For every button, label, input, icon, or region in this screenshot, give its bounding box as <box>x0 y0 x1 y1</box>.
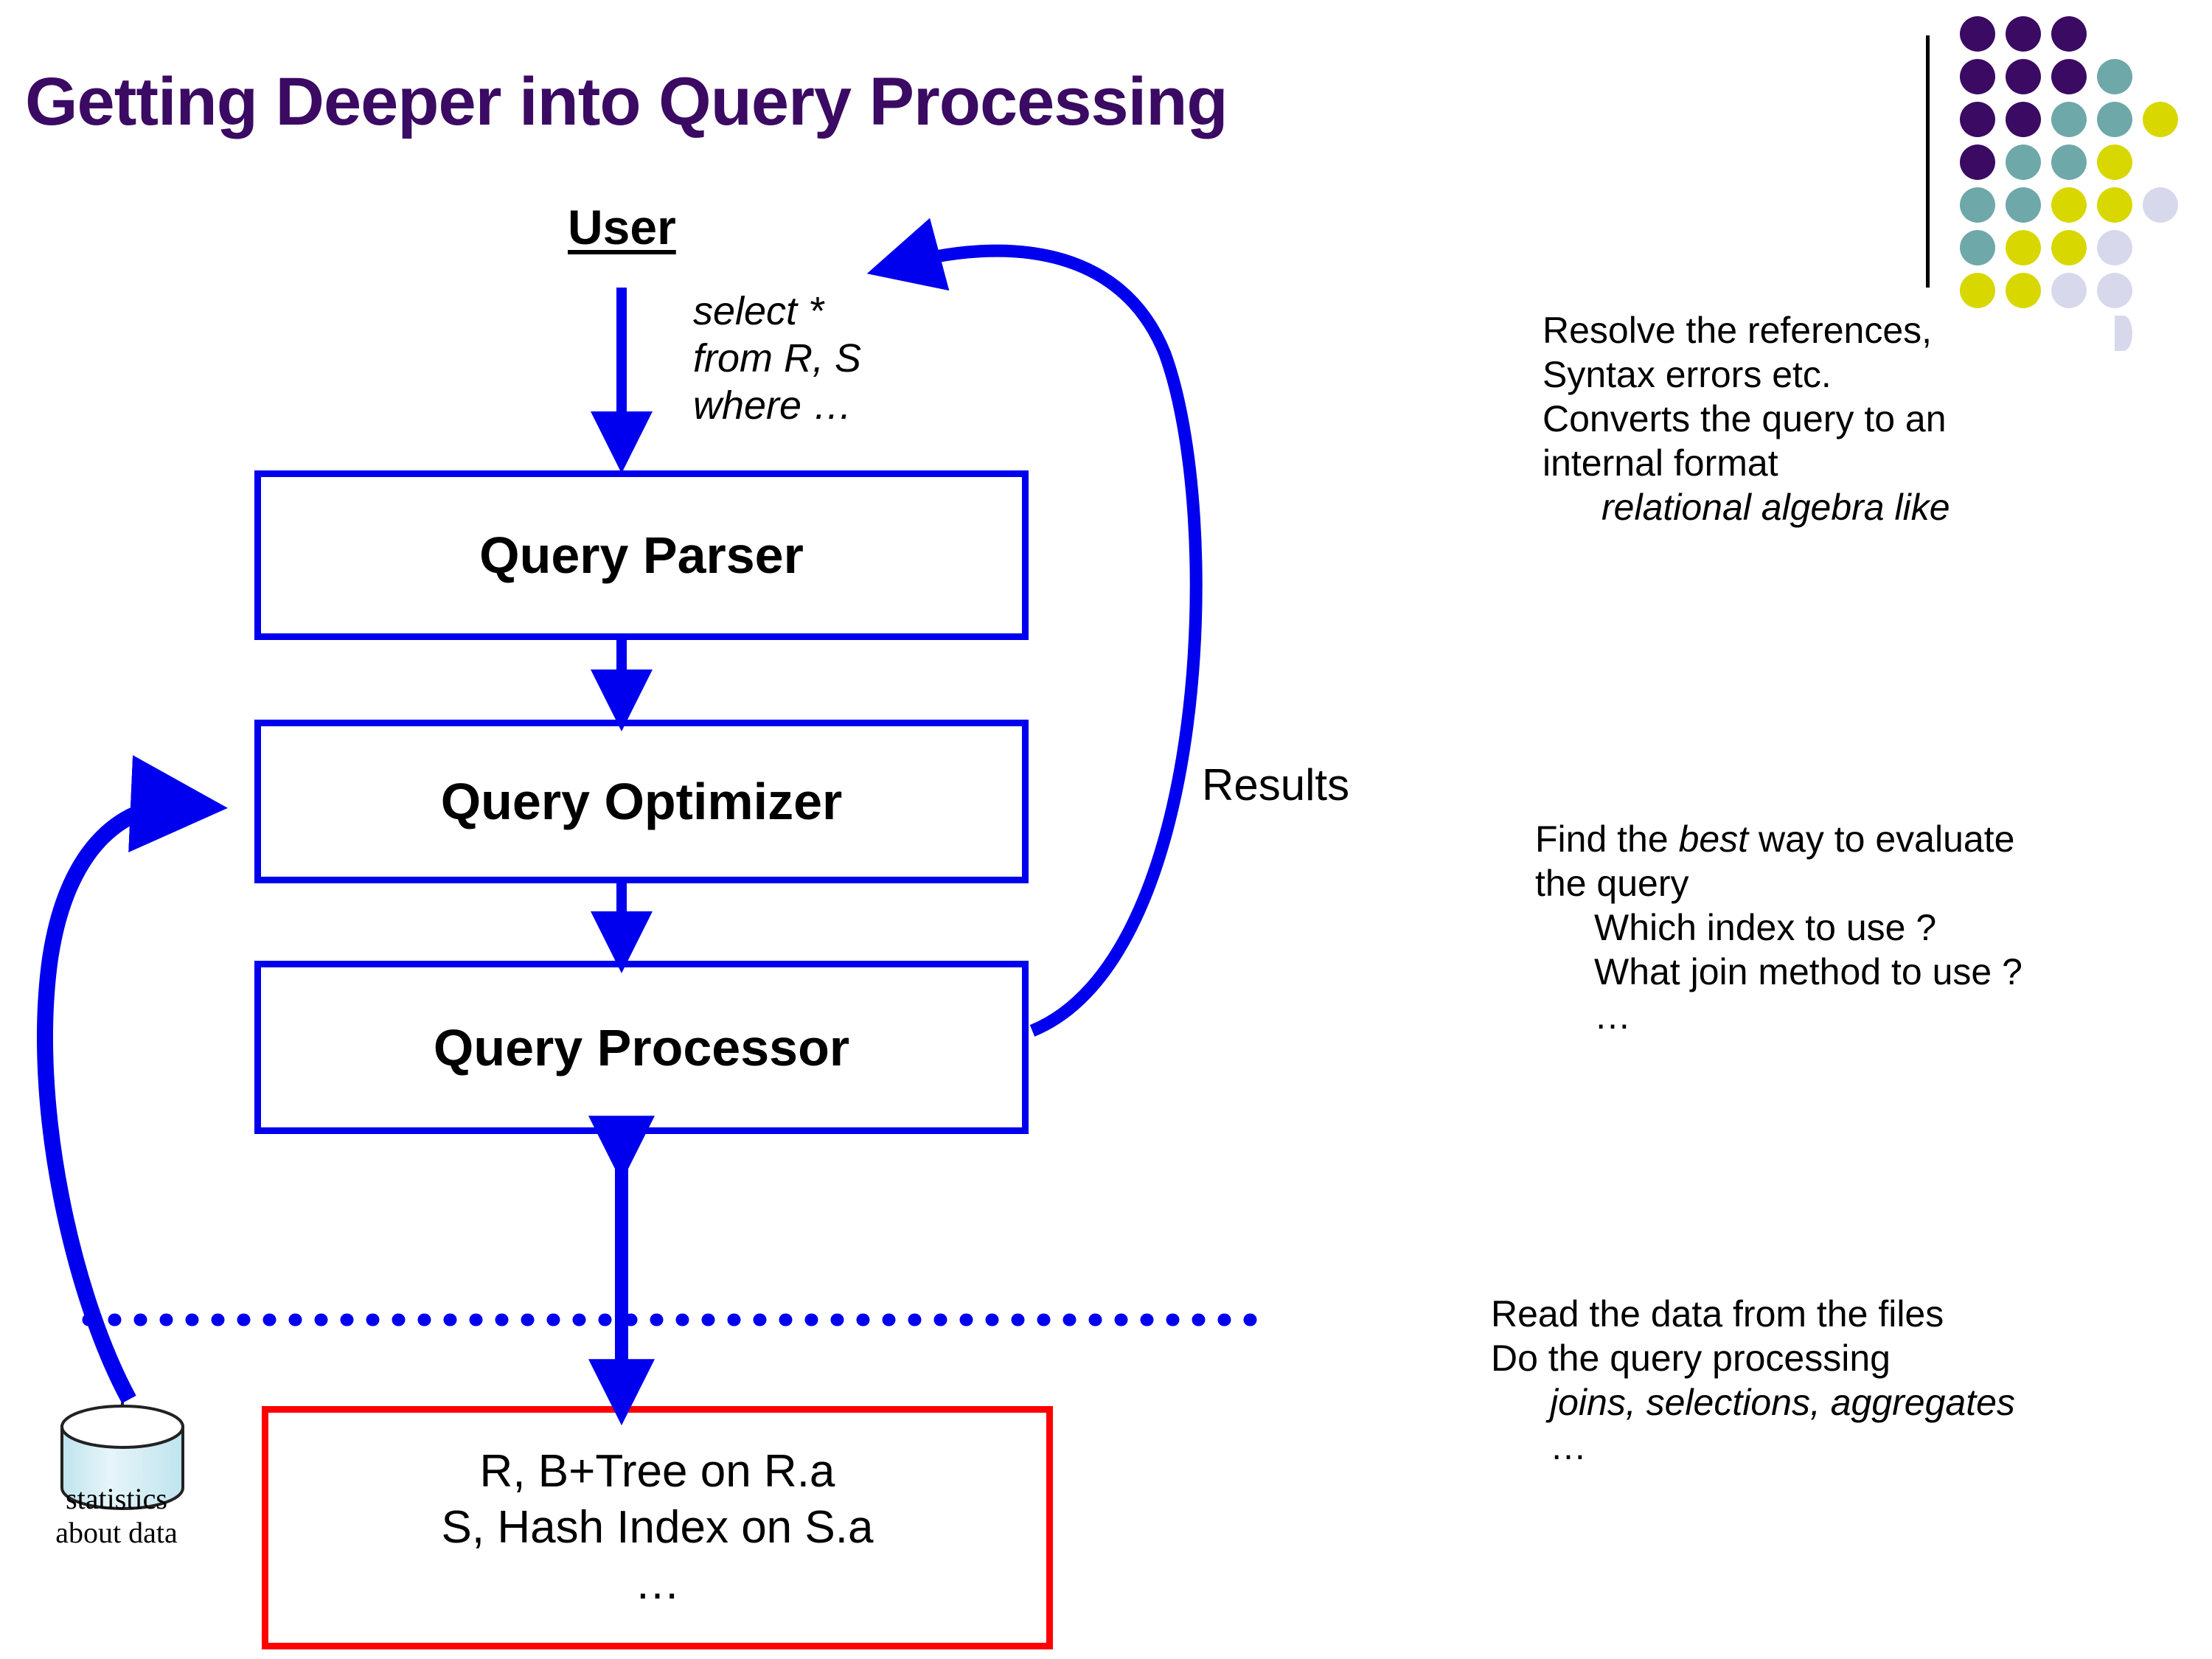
annotation-processor-line-1: Read the data from the files <box>1491 1293 1944 1335</box>
annotation-parser-line-1: Resolve the references, <box>1543 310 1933 351</box>
arrow-results-to-user <box>866 218 1203 1037</box>
logo-dot-lavender <box>2115 316 2132 351</box>
logo-dot-yellow <box>2097 187 2132 223</box>
statistics-caption: statistics about data <box>35 1482 198 1550</box>
results-label: Results <box>1202 760 1350 810</box>
annotation-optimizer-line-2: the query <box>1535 863 1689 904</box>
logo-dot-teal <box>2051 145 2087 180</box>
logo-dot-yellow <box>1960 273 1995 308</box>
logo-dot-purple <box>1960 145 1995 180</box>
annotation-parser-line-3: Converts the query to an <box>1543 398 1947 439</box>
annotation-optimizer: Find the best way to evaluate the query … <box>1535 817 2023 1038</box>
statistics-caption-line-1: statistics <box>66 1482 167 1515</box>
annotation-processor-line-2: Do the query processing <box>1491 1338 1891 1379</box>
page-title: Getting Deeper into Query Processing <box>25 64 1228 139</box>
database-cylinder-icon <box>60 1402 184 1510</box>
logo-dot-yellow <box>2051 230 2087 265</box>
arrow-statistics-to-optimizer <box>37 755 228 1404</box>
annotation-parser-line-5: relational algebra like <box>1601 487 1950 528</box>
logo-dot-teal <box>2097 59 2132 94</box>
logo-dot-yellow <box>2006 230 2041 265</box>
flow-box-label: Query Parser <box>479 526 804 584</box>
annotation-processor-sub-ellipsis: … <box>1550 1426 1587 1467</box>
flow-box-label: Query Processor <box>433 1018 850 1077</box>
sql-line-3: where … <box>693 383 853 428</box>
logo-dot-teal <box>2097 102 2132 137</box>
logo-dot-teal <box>1960 187 1995 223</box>
annotation-optimizer-sub-3: … <box>1594 995 1631 1037</box>
logo-dot-lavender <box>2097 273 2132 308</box>
logo-dot-yellow <box>2097 145 2132 180</box>
annotation-parser-line-2: Syntax errors etc. <box>1543 354 1832 395</box>
sql-snippet: select * from R, S where … <box>693 288 861 429</box>
logo-dot-purple <box>2006 16 2041 52</box>
annotation-optimizer-sub-2: What join method to use ? <box>1594 951 2023 992</box>
annotation-parser: Resolve the references, Syntax errors et… <box>1543 308 1950 529</box>
flow-box-query-parser[interactable]: Query Parser <box>254 470 1029 640</box>
storage-line-3: … <box>634 1558 681 1609</box>
annotation-processor: Read the data from the files Do the quer… <box>1491 1292 2015 1469</box>
logo-dot-teal <box>1960 230 1995 265</box>
logo-dot-purple <box>2006 59 2041 94</box>
storage-line-1: R, B+Tree on R.a <box>479 1446 835 1497</box>
opt-post: way to evaluate <box>1748 818 2015 860</box>
logo-dot-purple <box>1960 59 1995 94</box>
statistics-database-icon <box>49 1401 196 1637</box>
user-label: User <box>568 200 676 254</box>
logo-dot-purple <box>2051 59 2087 94</box>
logo-dot-teal <box>2051 102 2087 137</box>
sql-line-1: select * <box>693 289 824 333</box>
storage-box-lines: R, B+Tree on R.a S, Hash Index on S.a … <box>442 1444 874 1612</box>
logo-dot-lavender <box>2097 230 2132 265</box>
logo-dot-purple <box>1960 102 1995 137</box>
logo-divider-rule <box>1926 35 1930 288</box>
logo-dot-yellow <box>2051 187 2087 223</box>
logo-dot-purple <box>2051 16 2087 52</box>
statistics-caption-line-2: about data <box>55 1516 178 1549</box>
logo-dot-purple <box>2006 102 2041 137</box>
logo-dot-teal <box>2006 187 2041 223</box>
opt-pre: Find the <box>1535 818 1679 860</box>
logo-dot-teal <box>2006 145 2041 180</box>
annotation-optimizer-sub-1: Which index to use ? <box>1594 907 1937 948</box>
flow-box-query-processor[interactable]: Query Processor <box>254 961 1029 1134</box>
dot-matrix-logo <box>1960 16 2203 351</box>
annotation-optimizer-line-1: Find the best way to evaluate <box>1535 817 2023 861</box>
logo-dot-lavender <box>2051 273 2087 308</box>
storage-line-2: S, Hash Index on S.a <box>441 1502 874 1553</box>
flow-box-label: Query Optimizer <box>440 773 843 830</box>
annotation-processor-sub-italic: joins, selections, aggregates <box>1550 1382 2015 1423</box>
logo-dot-lavender <box>2143 187 2178 223</box>
opt-emphasis: best <box>1678 818 1749 860</box>
annotation-parser-line-4: internal format <box>1543 442 1778 484</box>
logo-dot-yellow <box>2143 102 2178 137</box>
flow-box-storage-indexes[interactable]: R, B+Tree on R.a S, Hash Index on S.a … <box>262 1406 1053 1649</box>
flow-box-query-optimizer[interactable]: Query Optimizer <box>254 720 1029 883</box>
logo-dot-purple <box>1960 16 1995 52</box>
logo-dot-yellow <box>2006 273 2041 308</box>
sql-line-2: from R, S <box>693 336 862 380</box>
